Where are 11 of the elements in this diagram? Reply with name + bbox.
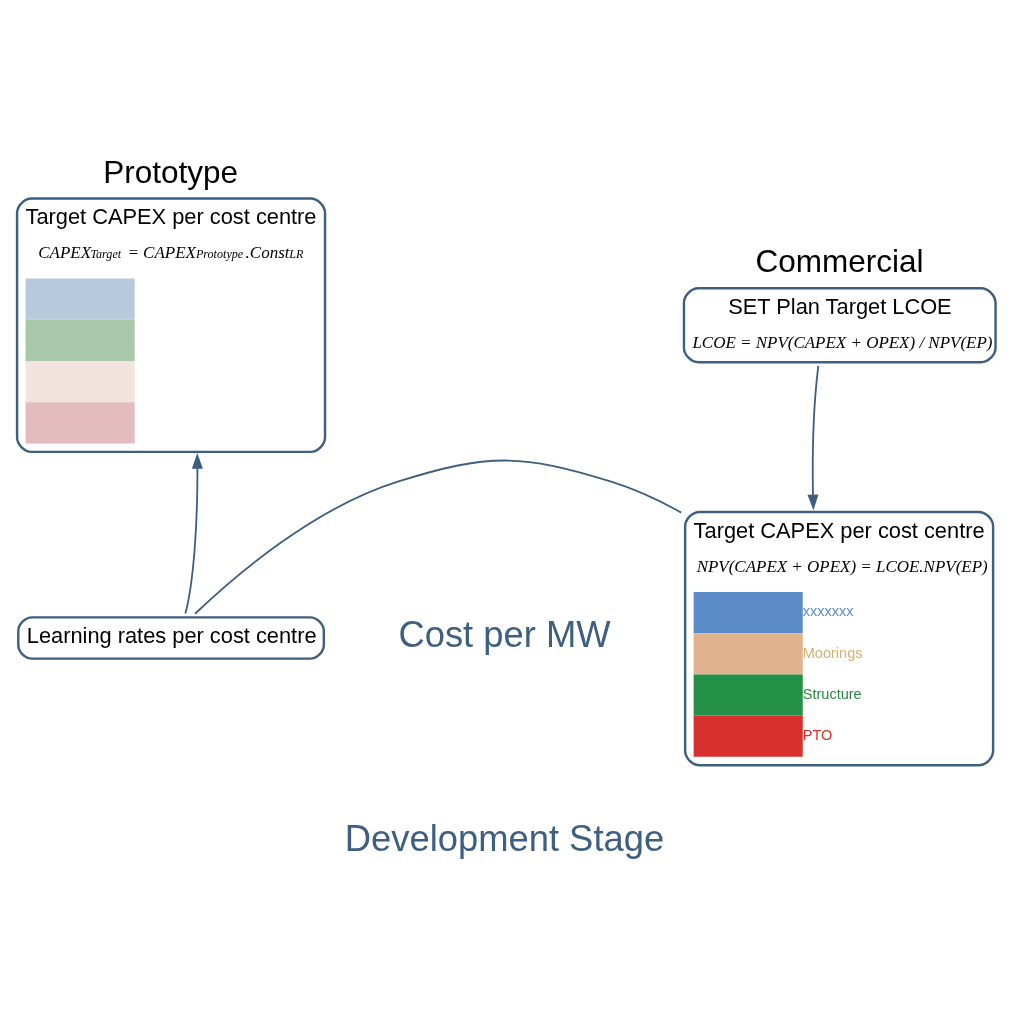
- node-label: Commercial: [755, 243, 924, 280]
- arrow: [807, 364, 820, 511]
- arrow: [184, 452, 203, 615]
- node-box: Target CAPEX per cost centre NPV(CAPEX + OPEX) = LCOE.NPV(EP) xxxxxxx Moorings Structure PTO: [683, 510, 995, 767]
- node-label: Prototype: [103, 153, 239, 190]
- connector: [194, 459, 683, 615]
- label: Development Stage: [344, 818, 665, 860]
- node-box: SET Plan Target LCOE LCOE = NPV(CAPEX + OPEX) / NPV(EP): [682, 287, 997, 364]
- label: Cost per MW: [398, 614, 611, 656]
- node-box: Learning rates per cost centre: [17, 616, 326, 660]
- node-box: Target CAPEX per cost centre CAPEXTarget = CAPEXPrototype.ConstLR: [15, 197, 327, 454]
